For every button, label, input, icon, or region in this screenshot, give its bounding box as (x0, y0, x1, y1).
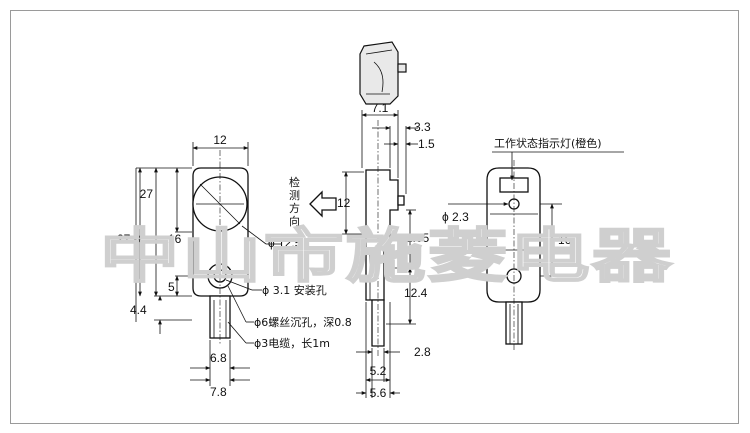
dim-height-upper: 27 (140, 187, 154, 201)
dim-h12-4: 12.4 (404, 286, 428, 300)
label-mount-hole: ϕ 3.1 安装孔 (262, 283, 327, 297)
detect-char-2: 测 (289, 189, 300, 202)
detect-direction-arrow-icon (309, 190, 337, 218)
dim-d1: 3.3 (414, 120, 431, 134)
label-indicator: 工作状态指示灯(橙色) (494, 136, 602, 150)
dim-d2: 1.5 (418, 137, 435, 151)
dim-height-low: 5 (168, 280, 175, 294)
side-view: 7.1 3.3 1.5 检 测 方 向 12 11.05 12.4 (289, 41, 435, 400)
detect-char-4: 向 (289, 214, 300, 228)
dim-w5-6: 5.6 (370, 386, 387, 400)
dim-depth: 7.1 (372, 101, 389, 115)
iso-led (397, 63, 407, 73)
dim-cable-w1: 6.8 (210, 351, 227, 365)
dim-height-mid: 16 (168, 232, 182, 246)
dim-w5-2: 5.2 (370, 364, 387, 378)
side-cable (371, 299, 385, 347)
detect-char-3: 方 (289, 201, 300, 215)
back-view: 工作状态指示灯(橙色) ϕ 2.3 16 (442, 136, 624, 350)
front-view: 12 27.8 27 16 5 4.4 ϕ 12.5 ϕ 3.1 安装孔 ϕ6螺… (117, 133, 352, 399)
label-screw-counterbore: ϕ6螺丝沉孔，深0.8 (254, 316, 352, 329)
side-led (397, 195, 405, 206)
dim-cable-w2: 7.8 (210, 385, 227, 399)
dim-w2-8: 2.8 (414, 345, 431, 359)
detect-char-1: 检 (289, 175, 300, 189)
dim-width: 12 (213, 133, 227, 147)
label-cable: ϕ3电缆，长1m (254, 337, 330, 350)
iso-body (359, 41, 399, 105)
dim-height-total: 27.8 (117, 232, 141, 246)
dim-tail: 4.4 (130, 303, 147, 317)
watermark-text: 中山市施菱电器 (100, 222, 674, 290)
back-housing-outline (486, 167, 541, 303)
dim-back-height: 16 (558, 233, 572, 247)
dim-h11: 11.05 (400, 231, 429, 245)
dim-h12: 12 (337, 196, 351, 210)
dim-led-diameter: ϕ 2.3 (442, 210, 469, 224)
label-sensor-diameter: ϕ 12.5 (268, 236, 302, 250)
